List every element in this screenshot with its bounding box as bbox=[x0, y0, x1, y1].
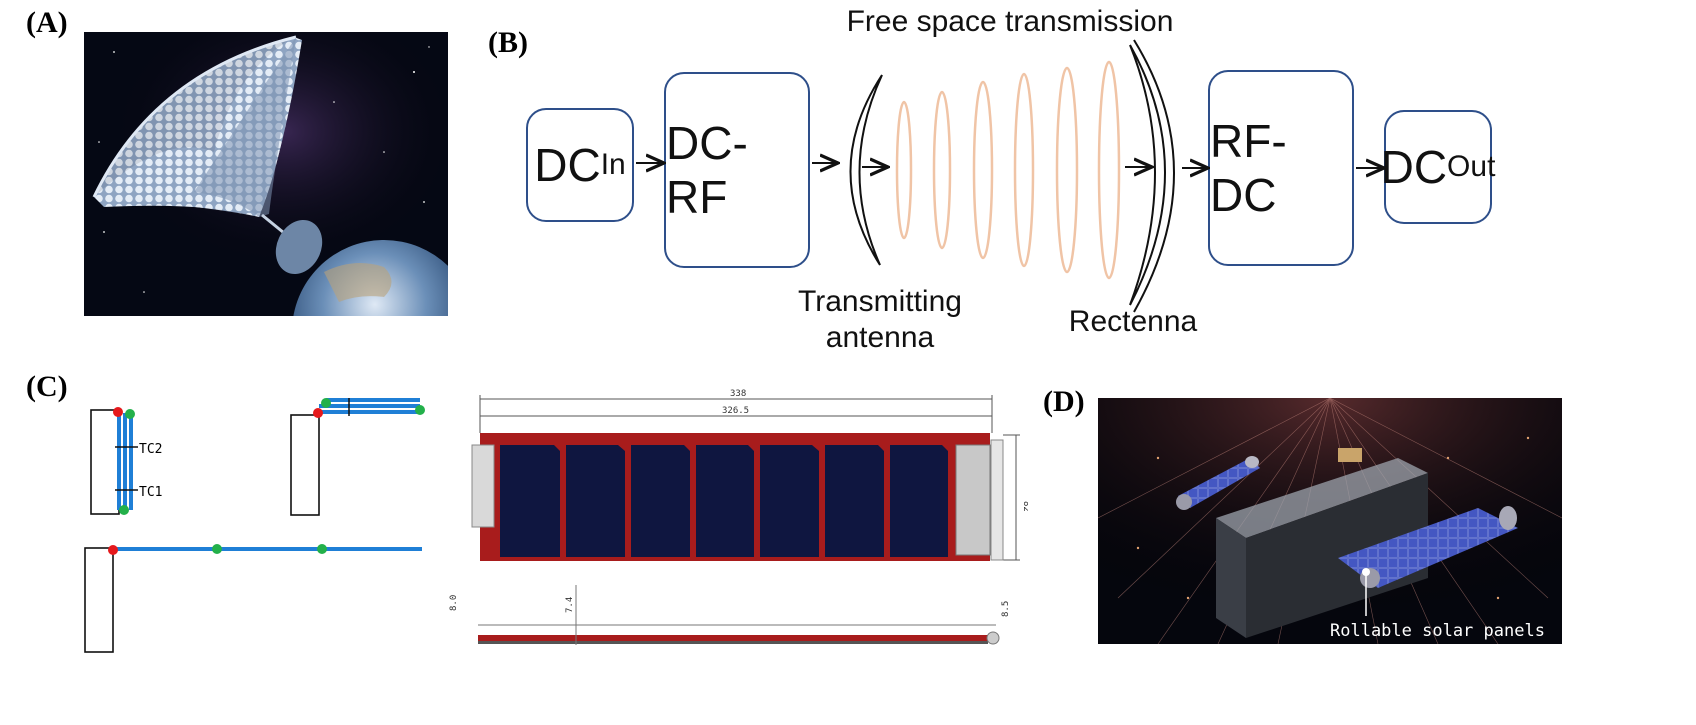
dim-height: 82 bbox=[1021, 501, 1028, 512]
panel-label-b: (B) bbox=[488, 26, 528, 59]
rf-dc-block: RF-DC bbox=[1208, 70, 1354, 266]
panel-label-a: (A) bbox=[26, 6, 68, 39]
rollable-solar-image: Rollable solar panels bbox=[1098, 398, 1562, 644]
dc-in-label: DC bbox=[534, 139, 601, 191]
space-solar-satellite-image bbox=[84, 32, 448, 316]
dim-b: 7.4 bbox=[565, 597, 575, 613]
deployment-schematic: TC2 TC1 bbox=[84, 398, 425, 653]
dc-in-subscript: In bbox=[600, 148, 626, 181]
transmission-graphic bbox=[636, 39, 1540, 313]
tc2-label: TC2 bbox=[139, 442, 162, 457]
rectenna-caption: Rectenna bbox=[1068, 305, 1198, 338]
rectenna-shape bbox=[1129, 44, 1166, 306]
dc-rf-block: DC-RF bbox=[664, 72, 810, 268]
transmitting-antenna-caption: Transmitting antenna bbox=[790, 284, 970, 356]
rollable-callout: Rollable solar panels bbox=[1330, 621, 1545, 641]
dc-out-label: DC bbox=[1380, 141, 1448, 193]
dim-c: 8.5 bbox=[1001, 601, 1011, 617]
tc1-label: TC1 bbox=[139, 485, 162, 500]
dc-rf-label: DC-RF bbox=[666, 117, 748, 223]
wave-ellipses bbox=[895, 60, 1121, 280]
panel-label-c: (C) bbox=[26, 370, 68, 403]
panel-label-d: (D) bbox=[1043, 385, 1085, 418]
dc-out-subscript: Out bbox=[1447, 150, 1496, 183]
dim-a: 8.0 bbox=[449, 595, 459, 611]
transmitting-line-1: Transmitting bbox=[798, 285, 962, 318]
dim-inner: 326.5 bbox=[722, 406, 749, 416]
solar-panel-drawing: 338 326.5 82 8.0 7.4 8.5 bbox=[449, 389, 1028, 645]
rf-dc-label: RF-DC bbox=[1210, 115, 1287, 221]
transmitting-antenna-shape bbox=[849, 74, 883, 266]
dim-total: 338 bbox=[730, 389, 746, 399]
transmitting-line-2: antenna bbox=[825, 321, 935, 354]
free-space-caption: Free space transmission bbox=[846, 5, 1174, 38]
